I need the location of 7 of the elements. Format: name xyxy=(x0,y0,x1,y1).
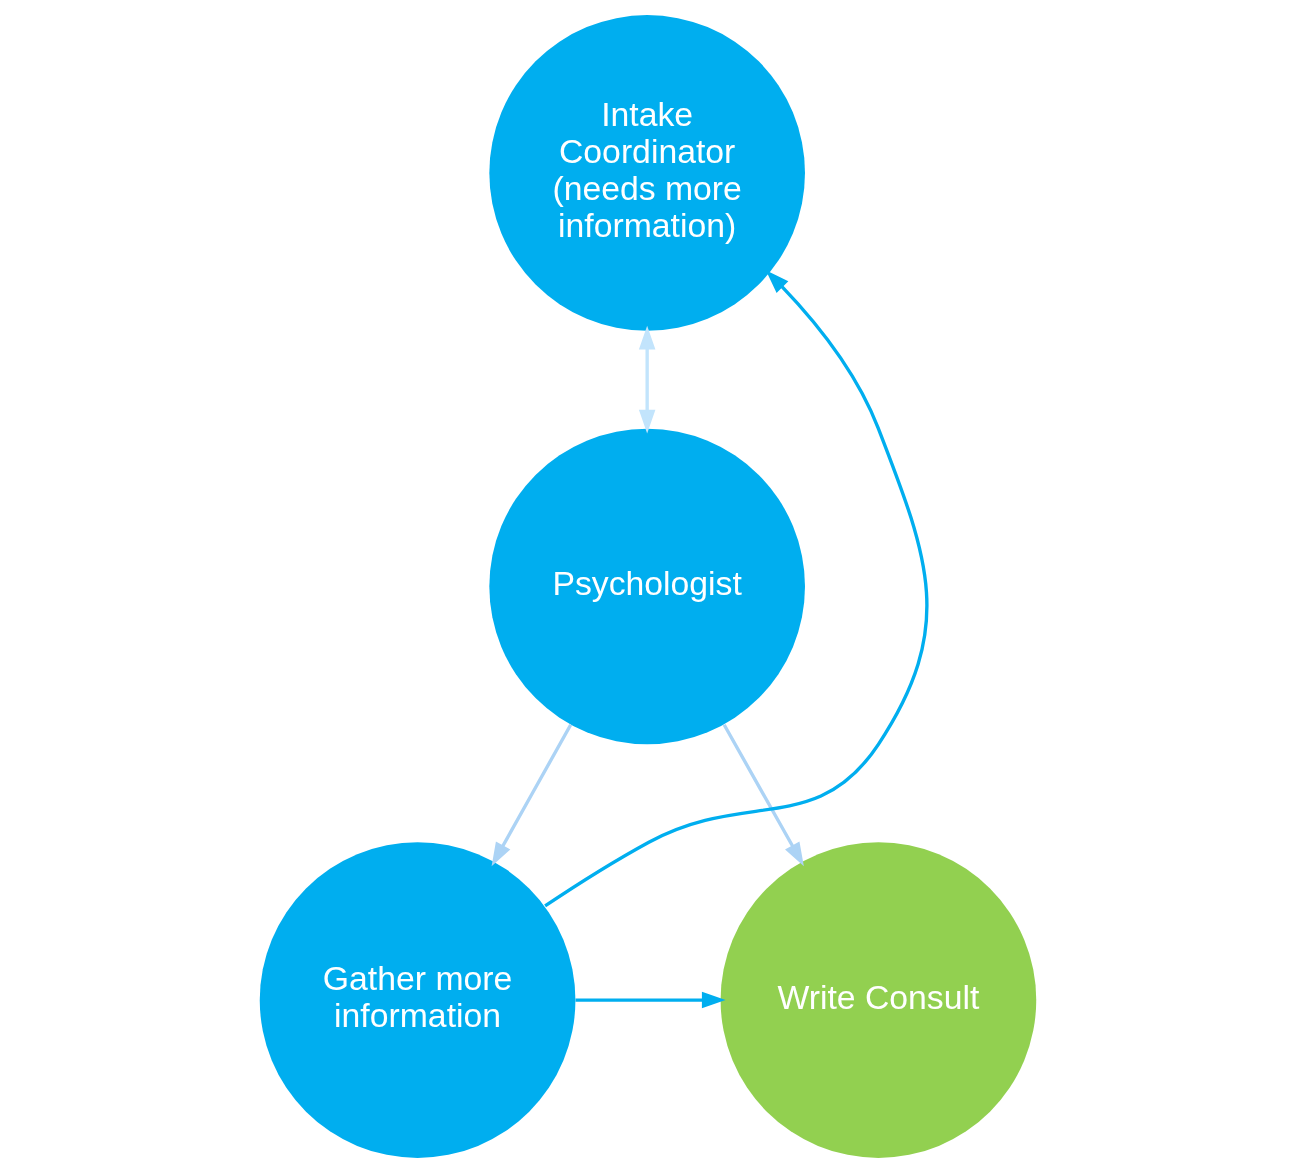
arrow xyxy=(544,270,929,908)
node-circle: Intake Coordinator (needs more information) xyxy=(489,15,805,331)
arrow xyxy=(638,325,656,434)
node-circle: Psychologist xyxy=(489,428,805,745)
arrow xyxy=(722,723,804,867)
arrow xyxy=(575,991,726,1009)
arrow xyxy=(491,723,573,867)
